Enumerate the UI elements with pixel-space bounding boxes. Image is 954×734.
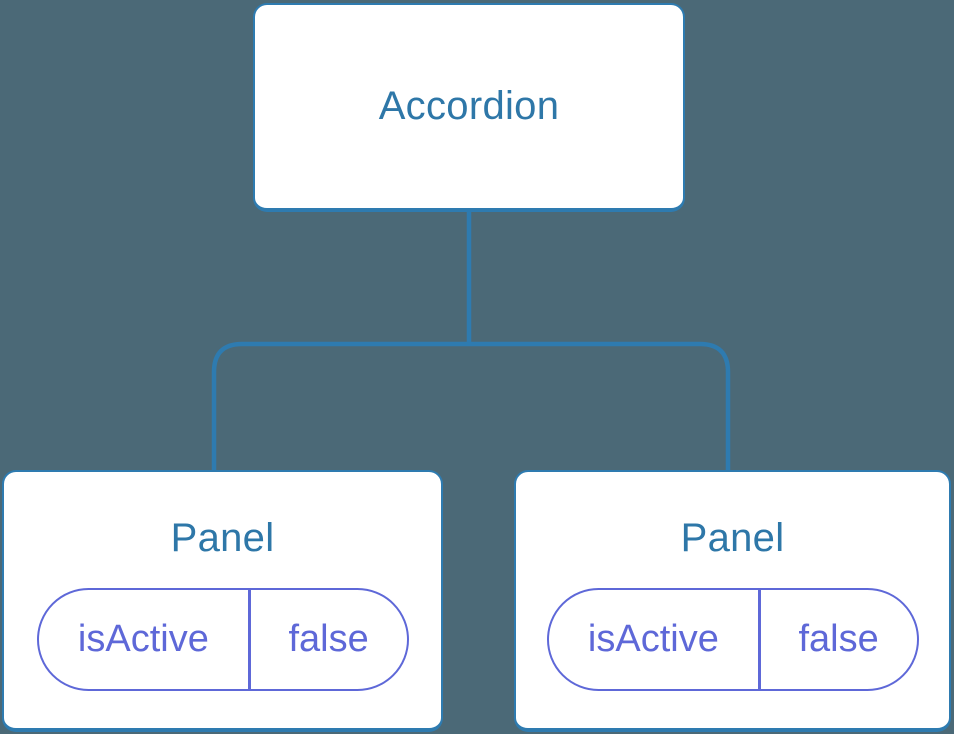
node-panel-2: Panel isActive false [514, 470, 951, 732]
state-value-label: false [798, 618, 879, 660]
state-value-label: false [288, 618, 369, 660]
state-key-label: isActive [587, 618, 719, 660]
node-panel-1: Panel isActive false [2, 470, 443, 732]
state-key-label: isActive [77, 618, 209, 660]
state-pill: isActive false [546, 588, 919, 691]
connector-branch [211, 341, 731, 478]
state-pill-divider [248, 590, 251, 689]
node-accordion: Accordion [253, 3, 685, 212]
node-panel-1-label: Panel [170, 516, 275, 560]
node-panel-2-label: Panel [680, 516, 785, 560]
state-pill-divider [758, 590, 761, 689]
node-accordion-label: Accordion [378, 84, 560, 128]
state-pill: isActive false [36, 588, 409, 691]
